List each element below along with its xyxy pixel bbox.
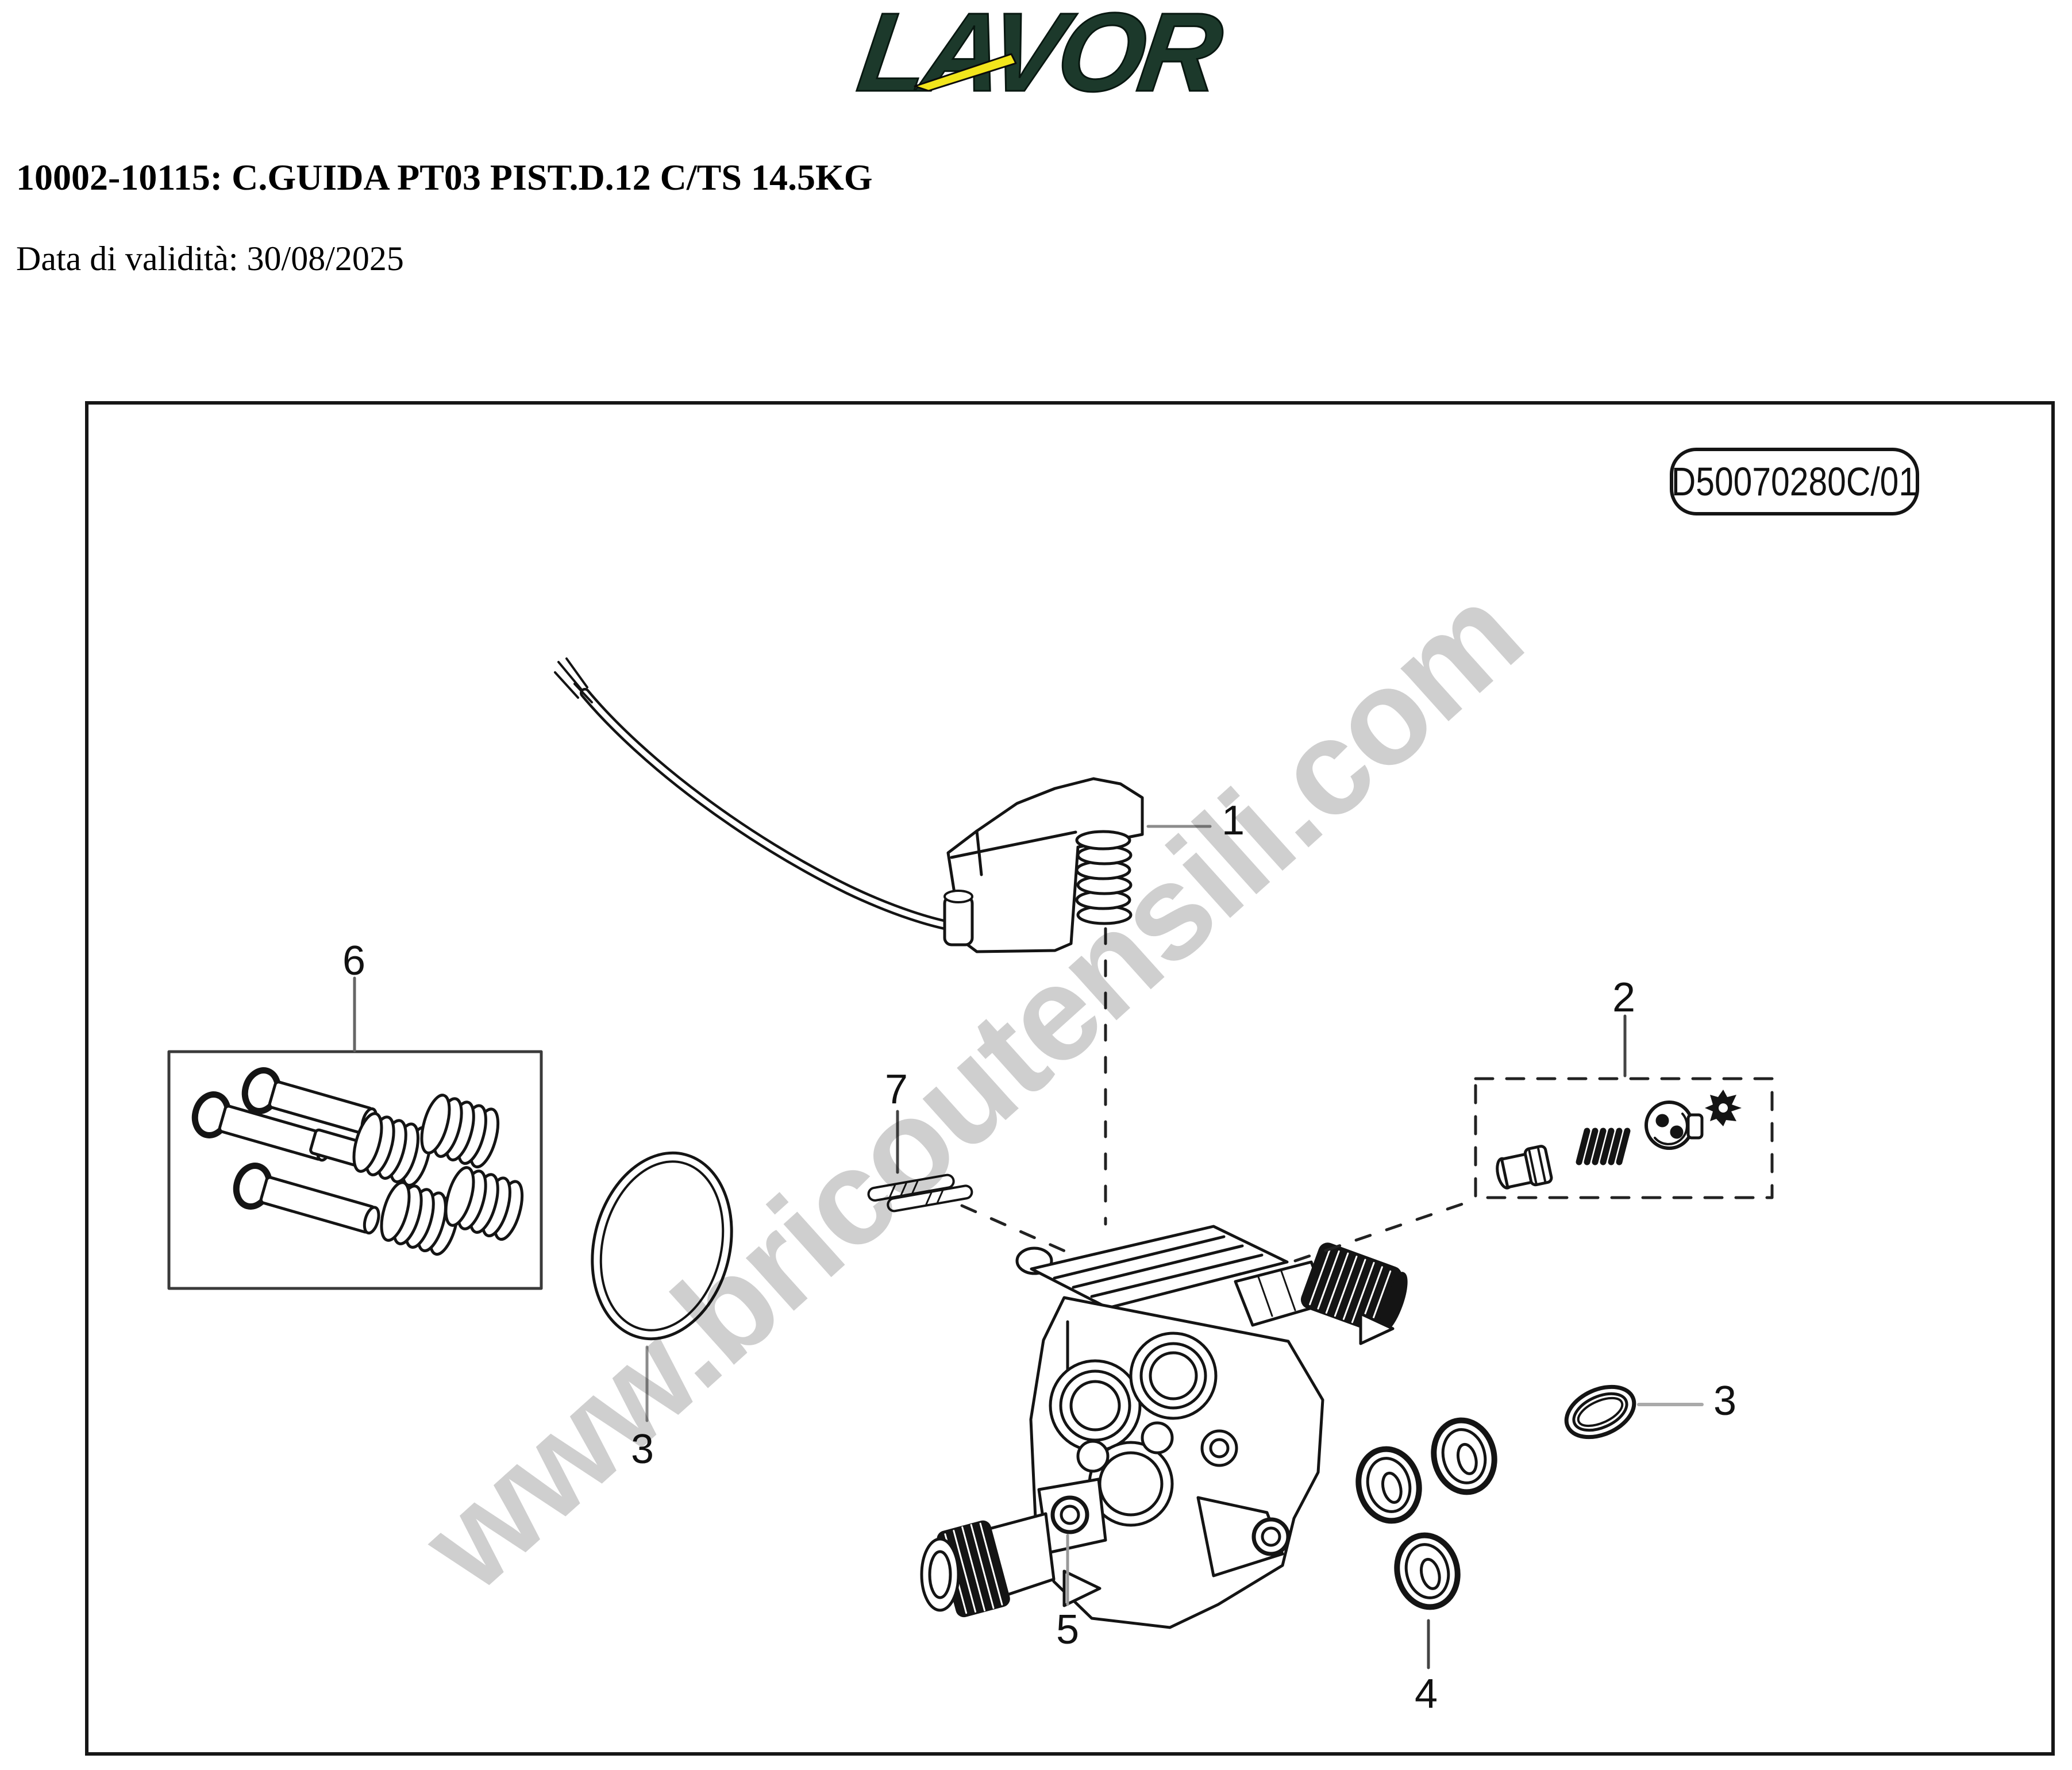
drawing-code-box: D50070280C/01 <box>1670 448 1919 515</box>
assembly-dashed-lines <box>960 927 1476 1263</box>
valve-spring-drawing <box>1576 1128 1631 1165</box>
callout-3-left: 3 <box>631 1426 654 1472</box>
valve-kit-parts-drawing <box>1496 1090 1742 1190</box>
pump-head-drawing <box>920 1225 1408 1629</box>
handle-spring-drawing <box>1075 830 1133 925</box>
logo-swoosh-icon <box>914 53 1017 92</box>
callout-1: 1 <box>1222 798 1245 844</box>
valve-kit-box <box>1474 1077 1774 1199</box>
pin-kit-parts-drawing <box>191 1067 524 1256</box>
trigger-handle-drawing <box>943 777 1144 953</box>
callout-3-right: 3 <box>1713 1378 1737 1424</box>
callout-5: 5 <box>1056 1607 1080 1653</box>
validity-date: Data di validità: 30/08/2025 <box>16 240 404 278</box>
callout-2: 2 <box>1612 975 1636 1021</box>
valve-nut-drawing <box>1644 1101 1704 1150</box>
oring-large-drawing <box>591 1151 733 1341</box>
seal-drawing <box>1394 1532 1461 1610</box>
page-title: 10002-10115: C.GUIDA PT03 PIST.D.12 C/TS… <box>16 157 873 198</box>
drawing-code: D50070280C/01 <box>1671 459 1918 504</box>
callout-7: 7 <box>885 1067 908 1113</box>
pin-small-drawing <box>867 1173 973 1213</box>
cable-drawing <box>554 657 958 932</box>
oring-small-drawing <box>1564 1384 1636 1440</box>
seal-drawing <box>1431 1417 1497 1495</box>
seal-drawing <box>1355 1446 1422 1524</box>
callout-leader-lines <box>353 825 1704 1669</box>
pin-kit-box <box>167 1050 543 1290</box>
callout-6: 6 <box>342 938 366 984</box>
star-washer-drawing <box>1705 1090 1742 1126</box>
callout-4: 4 <box>1415 1671 1438 1717</box>
